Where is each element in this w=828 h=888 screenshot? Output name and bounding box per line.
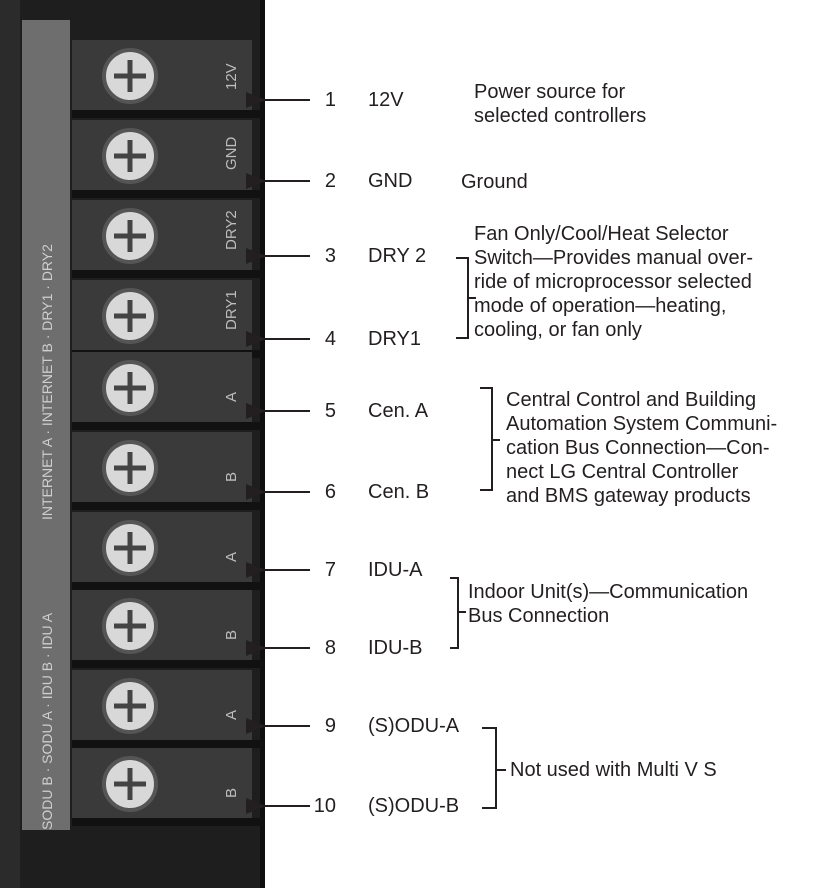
terminal-number: 10 (312, 794, 336, 818)
terminal-name: DRY 2 (368, 244, 426, 268)
terminal-name: IDU-A (368, 558, 422, 582)
terminal-number: 3 (312, 244, 336, 268)
bracket-idu (450, 578, 466, 648)
terminal-name: (S)ODU-A (368, 714, 459, 738)
terminal-number: 1 (312, 88, 336, 112)
terminal-number: 8 (312, 636, 336, 660)
terminal-name: DRY1 (368, 327, 421, 351)
bracket-central (480, 388, 500, 490)
terminal-number: 9 (312, 714, 336, 738)
terminal-name: GND (368, 169, 412, 193)
terminal-number: 2 (312, 169, 336, 193)
terminal-name: (S)ODU-B (368, 794, 459, 818)
terminal-number: 7 (312, 558, 336, 582)
description-odu: Not used with Multi V S (510, 758, 717, 782)
terminal-number: 5 (312, 399, 336, 423)
terminal-name: 12V (368, 88, 404, 112)
terminal-name: Cen. B (368, 480, 429, 504)
bracket-odu (482, 728, 506, 808)
description-ground: Ground (461, 170, 528, 194)
terminal-name: IDU-B (368, 636, 422, 660)
terminal-number: 4 (312, 327, 336, 351)
bracket-dry (456, 258, 476, 338)
terminal-name: Cen. A (368, 399, 428, 423)
terminal-number: 6 (312, 480, 336, 504)
